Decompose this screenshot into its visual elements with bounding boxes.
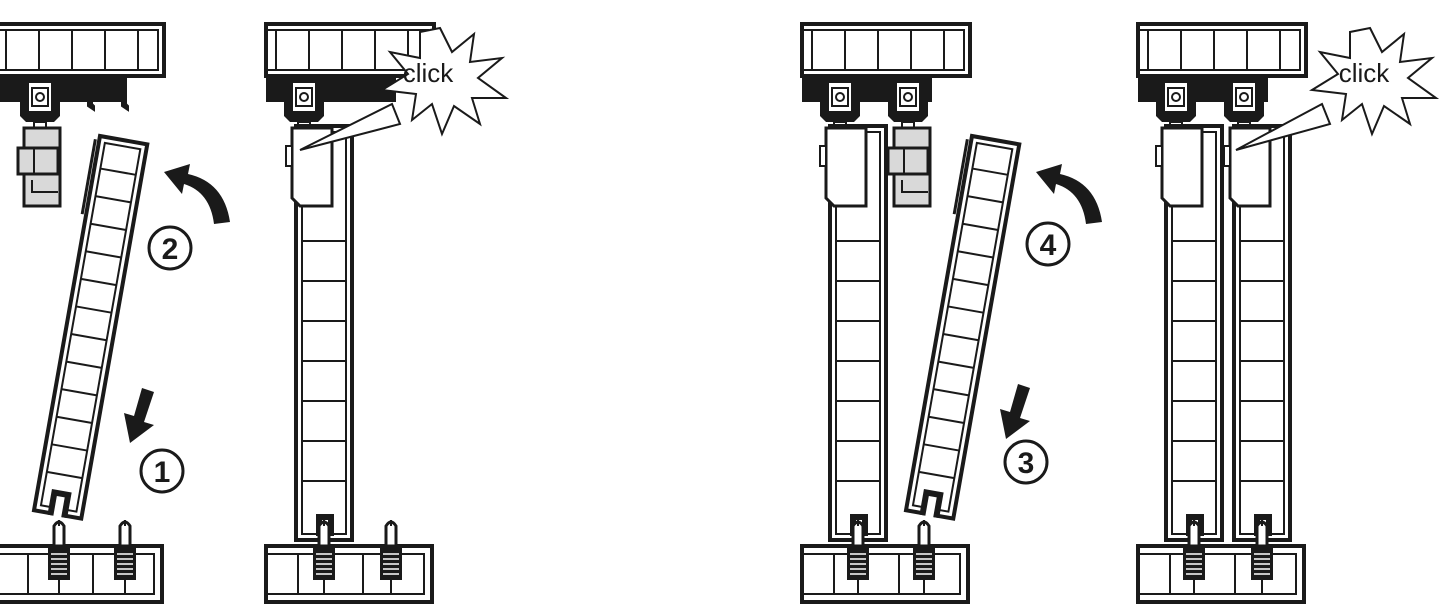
catch-block <box>886 126 932 208</box>
top-roller <box>887 77 929 129</box>
curved-arrow-icon <box>164 164 230 224</box>
installed-door <box>284 124 354 542</box>
step-4-label: 4 <box>1040 229 1057 262</box>
step-3-label: 3 <box>1018 447 1035 480</box>
top-roller <box>1223 77 1265 129</box>
step-2-label: 2 <box>162 233 179 266</box>
bottom-track <box>0 544 164 604</box>
click-label: click <box>403 58 455 88</box>
bottom-track <box>1136 544 1306 604</box>
top-roller <box>1155 77 1197 129</box>
step-2-badge: 2 <box>147 225 193 271</box>
top-roller <box>19 77 61 129</box>
curved-arrow-icon <box>1036 164 1102 224</box>
bottom-track <box>800 544 970 604</box>
top-roller <box>283 77 325 129</box>
installed-door <box>1222 124 1292 542</box>
click-callout: click <box>299 27 507 151</box>
step-1-badge: 1 <box>139 448 185 494</box>
step-1-label: 1 <box>154 456 171 489</box>
click-callout: click <box>1235 27 1437 151</box>
catch-block <box>16 126 62 208</box>
step-4-badge: 4 <box>1025 221 1071 267</box>
top-roller <box>819 77 861 129</box>
click-label: click <box>1339 58 1391 88</box>
panel-4: click <box>1136 22 1437 604</box>
panel-1: 1 2 <box>0 22 230 604</box>
installed-door <box>818 124 888 542</box>
bottom-track <box>264 544 434 604</box>
down-arrow-icon <box>124 388 154 443</box>
step-3-badge: 3 <box>1003 439 1049 485</box>
down-arrow-icon <box>1000 384 1030 439</box>
installed-door <box>1154 124 1224 542</box>
panel-3: 3 4 <box>800 22 1102 604</box>
panel-2: click <box>264 22 507 604</box>
